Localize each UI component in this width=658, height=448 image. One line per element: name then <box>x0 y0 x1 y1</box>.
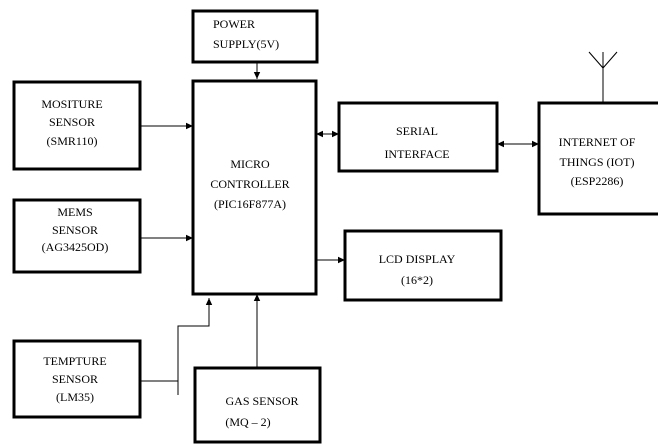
power-supply-label-line-1: POWER <box>213 17 255 31</box>
temperature-sensor-label-line-1: TEMPTURE <box>43 354 106 368</box>
lcd-display-label-line-2: (16*2) <box>401 273 433 287</box>
gas-sensor-label-line-1: GAS SENSOR <box>225 394 298 408</box>
gas-sensor-block: GAS SENSOR (MQ – 2) <box>193 366 322 444</box>
moisture-sensor-label-line-1: MOSITURE <box>41 97 102 111</box>
moisture-sensor-label-line-3: (SMR110) <box>47 134 98 148</box>
serial-interface-label-line-1: SERIAL <box>396 124 438 138</box>
lcd-display-block: LCD DISPLAY (16*2) <box>343 229 503 302</box>
temperature-sensor-block: TEMPTURE SENSOR (LM35) <box>12 339 142 419</box>
microcontroller-label-line-3: (PIC16F877A) <box>214 197 286 211</box>
antenna-icon <box>588 51 618 102</box>
iot-block: INTERNET OF THINGS (IOT) (ESP2286) <box>537 101 658 216</box>
moisture-sensor-block: MOSITURE SENSOR (SMR110) <box>12 80 142 171</box>
power-supply-label-line-2: SUPPLY(5V) <box>213 37 279 51</box>
microcontroller-label-line-1: MICRO <box>230 157 270 171</box>
iot-label-line-2: THINGS (IOT) <box>560 155 635 169</box>
microcontroller-label-line-2: CONTROLLER <box>210 177 289 191</box>
temp-to-mcu-connector <box>140 298 213 382</box>
mems-sensor-label-line-1: MEMS <box>57 205 92 219</box>
mems-sensor-label-line-3: (AG3425OD) <box>42 240 109 254</box>
mems-sensor-label-line-2: SENSOR <box>52 223 98 237</box>
mems-sensor-block: MEMS SENSOR (AG3425OD) <box>12 198 142 274</box>
moisture-sensor-label-line-2: SENSOR <box>49 115 95 129</box>
temperature-sensor-label-line-3: (LM35) <box>56 390 94 404</box>
iot-label-line-1: INTERNET OF <box>559 135 636 149</box>
serial-interface-label-line-2: INTERFACE <box>384 147 449 161</box>
serial-interface-block: SERIAL INTERFACE <box>337 101 499 173</box>
power-supply-block: POWER SUPPLY(5V) <box>191 9 319 64</box>
gas-sensor-label-line-2: (MQ – 2) <box>225 415 270 429</box>
lcd-display-label-line-1: LCD DISPLAY <box>379 252 456 266</box>
iot-label-line-3: (ESP2286) <box>571 174 624 188</box>
temperature-sensor-label-line-2: SENSOR <box>52 372 98 386</box>
microcontroller-block: MICRO CONTROLLER (PIC16F877A) <box>191 79 318 296</box>
